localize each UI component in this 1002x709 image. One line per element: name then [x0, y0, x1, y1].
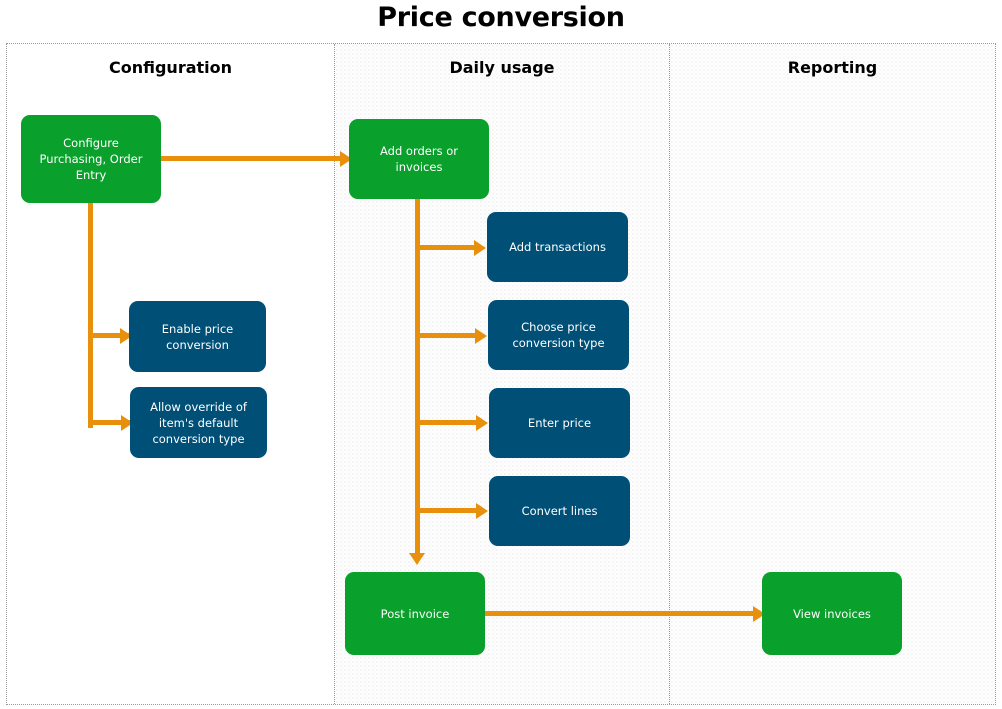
arrowhead-add-orders-to-post-invoice: [409, 553, 425, 565]
page-title: Price conversion: [377, 2, 625, 33]
arrowhead-convert-lines: [476, 503, 488, 519]
node-post-invoice[interactable]: Post invoice: [345, 572, 485, 655]
edge-post-invoice-to-view-invoices: [485, 611, 758, 616]
node-allow-override-conversion-type[interactable]: Allow override of item's default convers…: [130, 387, 267, 458]
lane-title-reporting: Reporting: [787, 58, 878, 77]
edge-configure-trunk: [88, 200, 93, 428]
edge-add-orders-to-add-transactions: [415, 245, 477, 250]
node-convert-lines[interactable]: Convert lines: [489, 476, 630, 546]
node-add-transactions[interactable]: Add transactions: [487, 212, 628, 282]
edge-add-orders-to-choose-price-conversion-type: [415, 333, 478, 338]
edge-configure-to-add-orders: [161, 156, 345, 161]
node-configure-purchasing-order-entry[interactable]: Configure Purchasing, Order Entry: [21, 115, 161, 203]
edge-add-orders-to-convert-lines: [415, 508, 479, 513]
lane-configuration: Configuration: [7, 44, 334, 704]
edge-add-orders-trunk: [415, 196, 420, 559]
edge-configure-to-enable-price-conversion: [88, 333, 133, 338]
arrowhead-enter-price: [476, 415, 488, 431]
arrowhead-add-transactions: [474, 240, 486, 256]
node-enable-price-conversion[interactable]: Enable price conversion: [129, 301, 266, 372]
lane-title-daily-usage: Daily usage: [449, 58, 555, 77]
node-enter-price[interactable]: Enter price: [489, 388, 630, 458]
edge-add-orders-to-enter-price: [415, 420, 479, 425]
swimlane-frame: Configuration Daily usage Reporting: [6, 43, 996, 705]
node-choose-price-conversion-type[interactable]: Choose price conversion type: [488, 300, 629, 370]
node-add-orders-or-invoices[interactable]: Add orders or invoices: [349, 119, 489, 199]
lane-title-configuration: Configuration: [108, 58, 233, 77]
node-view-invoices[interactable]: View invoices: [762, 572, 902, 655]
edge-configure-to-allow-override: [88, 420, 134, 425]
arrowhead-choose-price-conversion-type: [475, 328, 487, 344]
